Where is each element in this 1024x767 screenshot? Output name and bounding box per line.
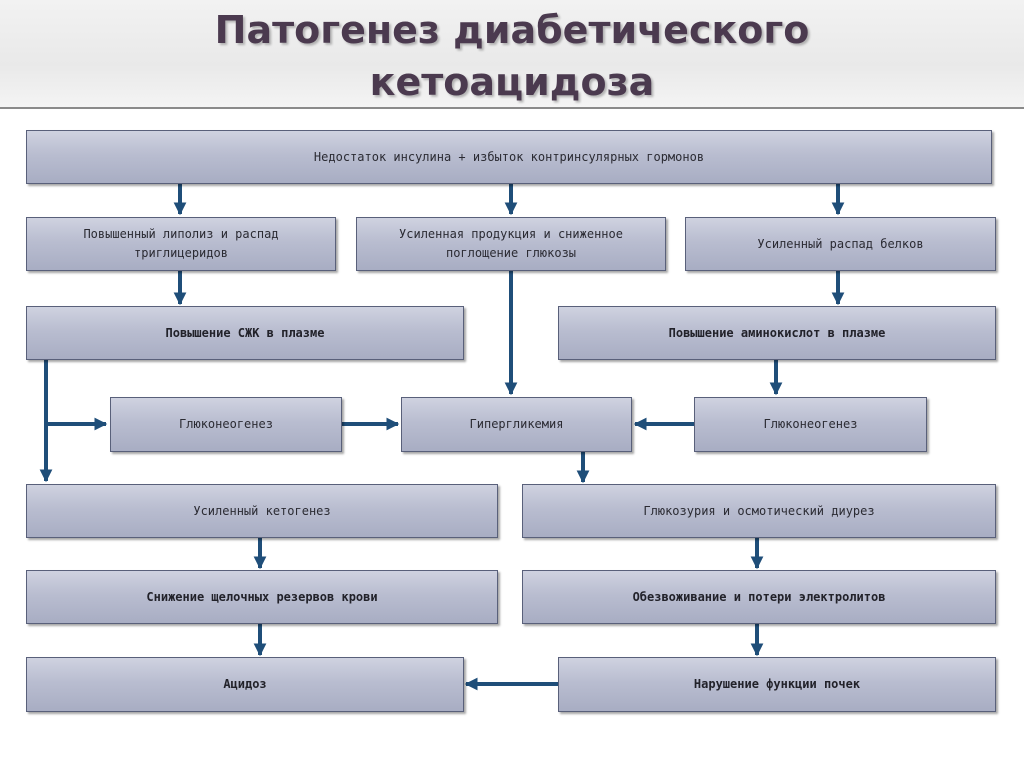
page-title-line-2: кетоацидоза bbox=[369, 60, 655, 104]
box-dehydration: Обезвоживание и потери электролитов bbox=[522, 570, 996, 624]
box-kidney-dysfunction: Нарушение функции почек bbox=[558, 657, 996, 712]
box-alkaline-reserve: Снижение щелочных резервов крови bbox=[26, 570, 498, 624]
page-title-line-1: Патогенез диабетического bbox=[214, 8, 810, 52]
box-lipolysis: Повышенный липолиз и распад триглицеридо… bbox=[26, 217, 336, 271]
box-ketogenesis: Усиленный кетогенез bbox=[26, 484, 498, 538]
box-ffa-increase: Повышение СЖК в плазме bbox=[26, 306, 464, 360]
box-glucosuria: Глюкозурия и осмотический диурез bbox=[522, 484, 996, 538]
box-gluconeogenesis-right: Глюконеогенез bbox=[694, 397, 927, 452]
title-banner bbox=[0, 0, 1024, 108]
box-amino-increase: Повышение аминокислот в плазме bbox=[558, 306, 996, 360]
box-acidosis: Ацидоз bbox=[26, 657, 464, 712]
box-protein-breakdown: Усиленный распад белков bbox=[685, 217, 996, 271]
box-gluconeogenesis-left: Глюконеогенез bbox=[110, 397, 342, 452]
box-insulin-deficiency: Недостаток инсулина + избыток контринсул… bbox=[26, 130, 992, 184]
box-hyperglycemia: Гипергликемия bbox=[401, 397, 632, 452]
box-glucose-production: Усиленная продукция и сниженное поглощен… bbox=[356, 217, 666, 271]
title-divider bbox=[0, 107, 1024, 109]
